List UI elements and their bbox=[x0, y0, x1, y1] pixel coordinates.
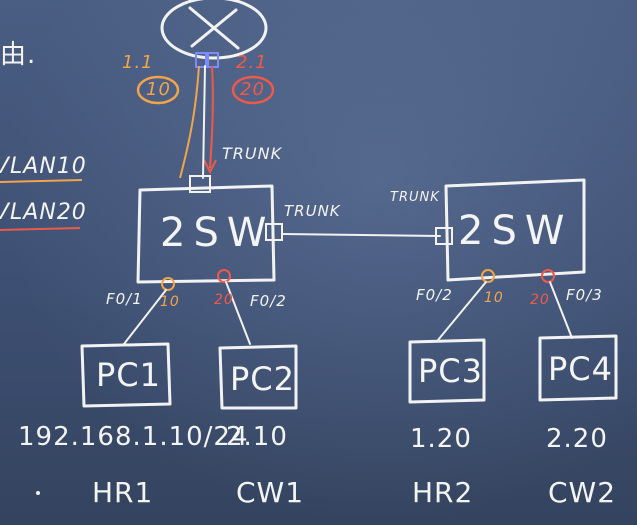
router-right-vlan: 20 bbox=[240, 79, 265, 100]
pc1-ip: 192.168.1.10/24 bbox=[18, 422, 249, 452]
pc2-user: CW1 bbox=[236, 476, 305, 509]
pc2-ip: 2.10 bbox=[226, 422, 288, 452]
pc2-label: PC2 bbox=[230, 360, 295, 398]
vlan20-underline bbox=[0, 227, 81, 231]
vlan10-underline bbox=[0, 179, 83, 183]
router-left-subinterface: 1.1 bbox=[122, 52, 154, 73]
switch1-label: 2SW bbox=[160, 210, 275, 256]
switch2-port1-name: F0/2 bbox=[416, 286, 453, 304]
router-cross-line bbox=[190, 8, 238, 48]
switch1-box bbox=[136, 184, 276, 284]
vlan10-label: VLAN10 bbox=[0, 154, 87, 179]
switch2-box bbox=[444, 178, 586, 282]
pc3-box bbox=[408, 338, 486, 404]
link-pc4 bbox=[549, 281, 573, 339]
switch2-port1-vlan: 10 bbox=[484, 290, 504, 306]
vlan20-label: VLAN20 bbox=[0, 200, 87, 225]
router-trunk-line bbox=[202, 65, 206, 179]
pc2-box bbox=[218, 344, 298, 410]
pc4-user: CW2 bbox=[548, 476, 617, 509]
router-left-vlan: 10 bbox=[146, 79, 171, 100]
switch1-port1-vlan: 10 bbox=[160, 294, 180, 310]
switch1-trunk-port bbox=[265, 223, 283, 241]
router-port-left bbox=[195, 52, 207, 68]
switch1-port1-name: F0/1 bbox=[106, 290, 143, 308]
switch1-trunk-label: TRUNK bbox=[284, 202, 341, 220]
pc3-ip: 1.20 bbox=[410, 424, 472, 454]
router-right-subinterface: 2.1 bbox=[236, 52, 268, 73]
pc4-ip: 2.20 bbox=[546, 424, 608, 454]
switch2-port2-name: F0/3 bbox=[566, 286, 603, 304]
pc4-label: PC4 bbox=[548, 350, 613, 388]
pc3-user: HR2 bbox=[412, 476, 474, 509]
switch1-port2-vlan: 20 bbox=[214, 292, 234, 308]
pc1-user: HR1 bbox=[92, 476, 154, 509]
inter-switch-trunk-line bbox=[281, 233, 441, 237]
link-pc2 bbox=[225, 281, 251, 345]
switch1-uplink-port bbox=[189, 175, 211, 193]
router-trunk-line-orange bbox=[179, 65, 200, 179]
switch1-port-vlan20 bbox=[217, 269, 231, 283]
pc1-box bbox=[80, 342, 172, 408]
switch2-port-vlan10 bbox=[481, 269, 495, 283]
switch2-trunk-port bbox=[435, 227, 453, 245]
top-left-fragment: 由. bbox=[0, 40, 37, 70]
switch1-port-vlan10 bbox=[161, 277, 175, 291]
router-port-right bbox=[207, 52, 219, 68]
link-pc1 bbox=[123, 289, 167, 345]
switch1-port2-name: F0/2 bbox=[250, 292, 287, 310]
switch2-port2-vlan: 20 bbox=[530, 292, 550, 308]
switch2-port-vlan20 bbox=[541, 269, 555, 283]
router-trunk-line-red bbox=[209, 65, 214, 169]
switch2-label: 2SW bbox=[458, 208, 573, 254]
pc3-label: PC3 bbox=[418, 352, 483, 390]
router-trunk-arrowhead bbox=[203, 159, 217, 175]
router-shape bbox=[160, 0, 268, 60]
router-vlan10-circle bbox=[136, 75, 180, 105]
router-vlan20-circle bbox=[231, 75, 275, 105]
link-pc3 bbox=[437, 281, 487, 341]
pc4-box bbox=[538, 334, 618, 402]
pc1-label: PC1 bbox=[96, 356, 161, 394]
chalk-dot bbox=[36, 491, 40, 495]
router-trunk-label: TRUNK bbox=[222, 144, 283, 163]
switch2-trunk-label: TRUNK bbox=[390, 190, 440, 205]
